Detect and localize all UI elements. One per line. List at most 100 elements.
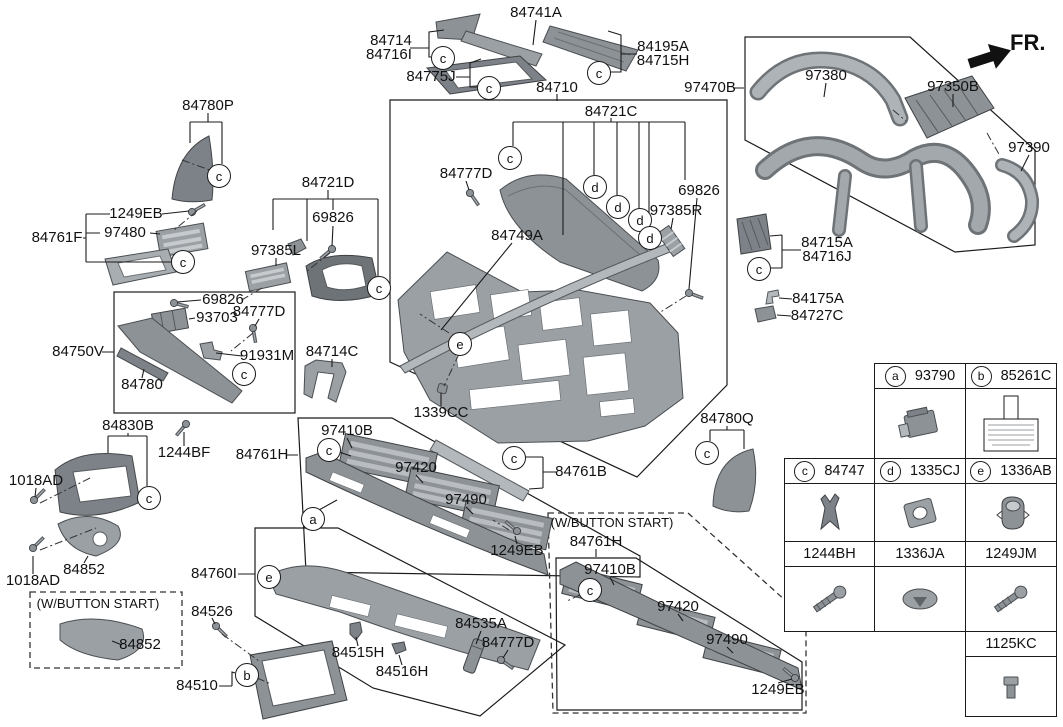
duct-97350B-shape [904, 75, 995, 139]
part-label-84749A: 84749A [491, 227, 543, 245]
strip-84761B-shape [429, 439, 530, 502]
screw-icon [812, 585, 846, 613]
part-label-84535A: 84535A [455, 615, 507, 633]
vent-97385R-shape [656, 224, 686, 258]
part-number: 1249JM [985, 546, 1037, 562]
vent-97385L-shape [244, 262, 292, 292]
callout-c: c [317, 438, 341, 462]
callout-d-badge: d [880, 460, 901, 482]
strip-84780-shape [116, 347, 169, 382]
inner-box-wbs2 [555, 557, 803, 711]
callout-b-badge: b [970, 365, 992, 387]
dashed-box-wbs2 [547, 512, 807, 714]
part-number: 1336JA [895, 546, 945, 562]
pillar-garnish-84780P-shape [171, 135, 214, 203]
spec-label-icon [983, 395, 1039, 451]
legend-image-1336AB [965, 483, 1057, 542]
part-label-69826: 69826 [312, 209, 354, 227]
garnish-84780Q-shape [712, 448, 757, 513]
callout-c: c [578, 578, 602, 602]
part-label-97390: 97390 [1008, 139, 1050, 157]
part-label-84852: 84852 [63, 561, 105, 579]
part-label-84852: 84852 [119, 636, 161, 654]
part-label-97490: 97490 [706, 631, 748, 649]
part-label-84761B: 84761B [555, 463, 607, 481]
note-w-button-start: (W/BUTTON START) [550, 515, 674, 531]
vent-97480-shape [155, 222, 209, 258]
legend-image-1249JM [965, 566, 1057, 632]
callout-d: d [606, 195, 630, 219]
callout-e: e [257, 565, 281, 589]
part-label-84750V: 84750V [52, 343, 104, 361]
callout-d: d [583, 175, 607, 199]
part-number: 1125KC [985, 636, 1037, 652]
part-label-84777D: 84777D [439, 165, 493, 183]
damper-84535A-shape [462, 638, 486, 674]
main-box-84710 [389, 99, 728, 478]
part-label-1244BF: 1244BF [157, 444, 211, 462]
box-84760I [254, 527, 567, 717]
part-label-97410B: 97410B [584, 561, 636, 579]
part-label-84780Q: 84780Q [700, 410, 754, 428]
part-label-84721C: 84721C [584, 103, 638, 121]
grille-84195A-shape [542, 25, 639, 72]
callout-c: c [695, 441, 719, 465]
callout-a-badge: a [884, 365, 906, 387]
legend-header-e: e 1336AB [965, 458, 1057, 484]
callout-e-badge: e [970, 460, 992, 482]
callout-b: b [235, 663, 259, 687]
push-grommet-icon [902, 588, 938, 610]
part-label-1018AD: 1018AD [8, 472, 64, 490]
callout-c: c [502, 446, 526, 470]
part-label-84780: 84780 [121, 376, 163, 394]
legend-header-a: a 93790 [874, 363, 966, 389]
part-label-84741A: 84741A [510, 4, 562, 22]
legend-image-93790 [874, 388, 966, 459]
vent-97490-shape [459, 499, 553, 551]
part-label-97385L: 97385L [250, 242, 302, 260]
part-label-84760I: 84760I [191, 565, 237, 583]
part-label-84777D: 84777D [481, 634, 535, 652]
callout-c: c [587, 61, 611, 85]
part-label-1249EB: 1249EB [109, 205, 163, 223]
legend-header-1125KC: 1125KC [965, 631, 1057, 657]
parts-artwork [26, 13, 1040, 720]
part-label-84516H: 84516H [375, 663, 429, 681]
callout-c: c [171, 250, 195, 274]
part-label-97350B: 97350B [927, 78, 979, 96]
part-label-1249EB: 1249EB [490, 542, 544, 560]
square-nut-icon [903, 497, 937, 528]
part-label-97470B: 97470B [684, 79, 736, 97]
callout-c: c [498, 146, 522, 170]
part-number: 1335CJ [910, 463, 960, 479]
part-label-84716J: 84716J [802, 248, 852, 266]
part-label-84780P: 84780P [182, 97, 234, 115]
part-label-84777D: 84777D [232, 303, 286, 321]
actuator-icon [898, 406, 938, 438]
callout-c: c [477, 76, 501, 100]
part-label-84716I: 84716I [366, 46, 412, 64]
part-label-97385R: 97385R [649, 202, 703, 220]
part-label-84727C: 84727C [790, 307, 844, 325]
corner-84715A-shape [736, 213, 772, 255]
part-label-84775J: 84775J [406, 68, 456, 86]
legend-image-84747 [784, 483, 875, 542]
part-label-84714: 84714 [370, 32, 412, 50]
garnish-strip-a-shape [305, 451, 549, 576]
duct-center-shape [755, 136, 991, 237]
clip-84516H-shape [391, 641, 407, 655]
garnish-strip-wbs-shape [559, 561, 803, 691]
callout-c: c [232, 362, 256, 386]
legend-image-85261C [965, 388, 1057, 459]
duct-97380-shape [749, 51, 909, 127]
legend-image-1125KC [965, 656, 1057, 717]
retainer-clip-icon [819, 492, 840, 530]
part-84727C-shape [754, 305, 777, 323]
legend-header-c: c 84747 [784, 458, 875, 484]
fr-arrow-icon [967, 44, 1011, 69]
part-number: 1336AB [1000, 463, 1052, 479]
legend-image-1336JA [874, 566, 966, 632]
part-label-84715H: 84715H [636, 52, 690, 70]
part-label-97380: 97380 [805, 67, 847, 85]
